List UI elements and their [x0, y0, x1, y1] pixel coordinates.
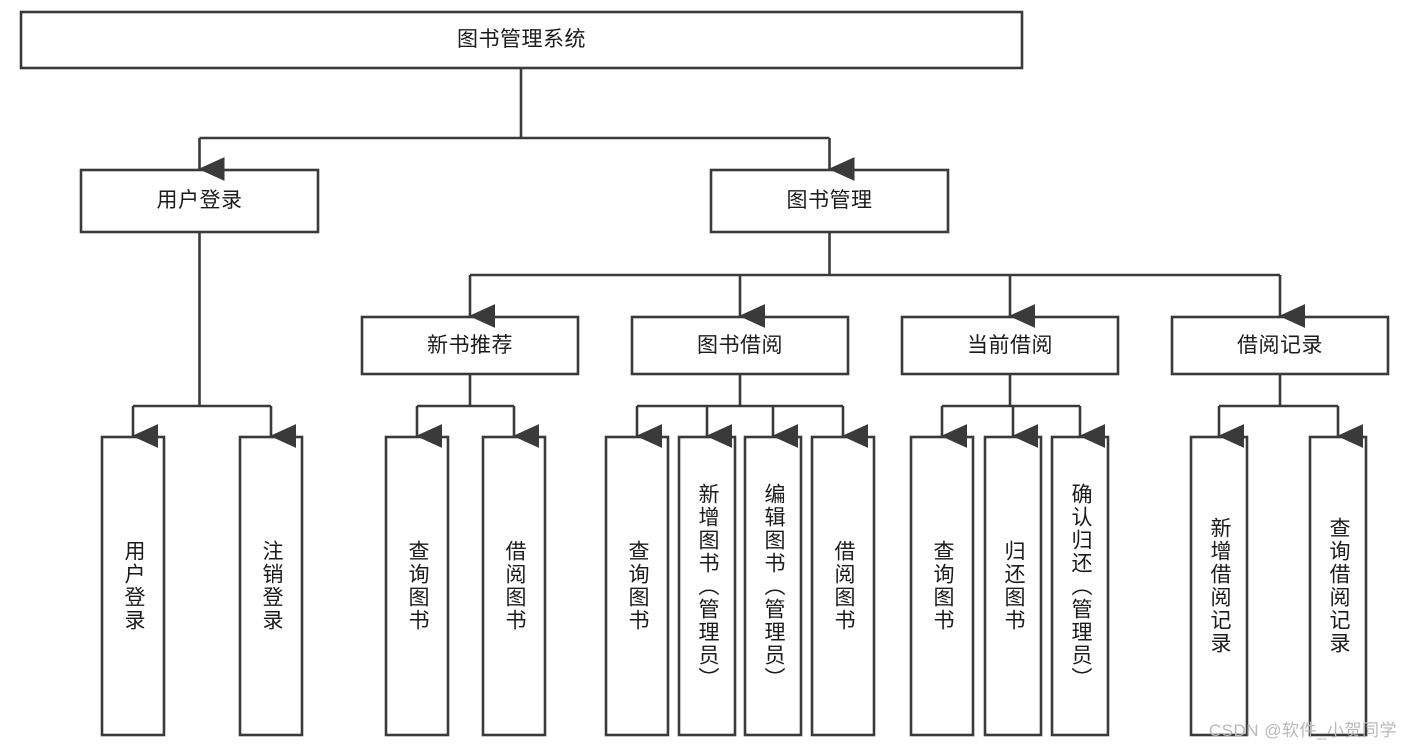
- leaf-node-box-查询图书[interactable]: [909, 435, 975, 737]
- leaf-node-box-确认归还管理员[interactable]: [1050, 435, 1110, 737]
- leaf-node-label-新增图书管理员: 新增图书（管理员）: [696, 482, 719, 690]
- leaf-node-label-借阅图书: 借阅图书: [832, 540, 855, 632]
- leaf-node-label-归还图书: 归还图书: [1002, 540, 1025, 632]
- leaf-node-label-查询借阅记录: 查询借阅记录: [1327, 517, 1350, 655]
- leaf-node-label-用户登录: 用户登录: [122, 540, 145, 632]
- leaf-node-box-借阅图书[interactable]: [810, 435, 876, 737]
- leaf-node-box-归还图书[interactable]: [983, 435, 1043, 737]
- level3-node-label-图书借阅: 图书借阅: [697, 333, 783, 357]
- leaf-node-label-查询图书: 查询图书: [626, 540, 649, 632]
- leaf-node-label-借阅图书: 借阅图书: [503, 540, 526, 632]
- leaf-node-box-查询图书[interactable]: [604, 435, 670, 737]
- leaf-node-box-用户登录[interactable]: [100, 435, 166, 737]
- leaf-node-box-新增图书管理员[interactable]: [677, 435, 737, 737]
- leaf-node-box-查询图书[interactable]: [384, 435, 450, 737]
- connector-lines-layer: [131, 68, 1364, 448]
- level2-node-label-图书管理: 图书管理: [786, 189, 873, 213]
- level3-node-label-当前借阅: 当前借阅: [967, 333, 1053, 357]
- root-node-box-图书管理系统[interactable]: [19, 10, 1024, 70]
- leaf-node-label-查询图书: 查询图书: [931, 540, 954, 632]
- leaf-node-label-注销登录: 注销登录: [260, 540, 283, 632]
- watermark-text: CSDN @软件_小贺同学: [1208, 721, 1397, 740]
- level3-node-label-新书推荐: 新书推荐: [427, 333, 513, 357]
- leaf-node-label-查询图书: 查询图书: [406, 540, 429, 632]
- leaf-node-box-新增借阅记录[interactable]: [1189, 435, 1249, 737]
- level3-node-box-新书推荐[interactable]: [360, 315, 580, 376]
- leaf-node-label-新增借阅记录: 新增借阅记录: [1208, 517, 1231, 655]
- leaf-node-label-编辑图书管理员: 编辑图书（管理员）: [762, 482, 785, 690]
- leaf-node-label-确认归还管理员: 确认归还（管理员）: [1069, 482, 1092, 690]
- level3-node-label-借阅记录: 借阅记录: [1237, 333, 1323, 357]
- leaf-node-box-注销登录[interactable]: [238, 435, 304, 737]
- leaf-node-box-查询借阅记录[interactable]: [1308, 435, 1368, 737]
- level2-node-label-用户登录: 用户登录: [156, 189, 243, 213]
- leaf-node-box-借阅图书[interactable]: [481, 435, 547, 737]
- root-node-label-图书管理系统: 图书管理系统: [457, 28, 586, 52]
